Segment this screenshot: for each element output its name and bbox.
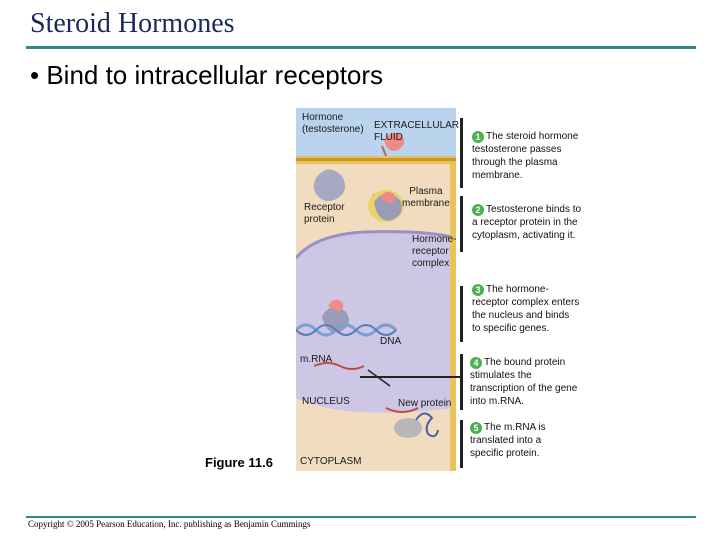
label-dna: DNA (380, 336, 402, 347)
step-2-bracket (460, 196, 463, 252)
step-text: The m.RNA is translated into a specific … (470, 422, 546, 459)
ribosome (394, 418, 422, 438)
mrna-strand-cytoplasm (385, 407, 419, 413)
step-text: The hormone-receptor complex enters the … (472, 284, 580, 334)
title-divider (26, 46, 696, 49)
label-receptor-protein: Receptor protein (304, 202, 345, 225)
footer-divider (26, 516, 696, 518)
step-number: 3 (472, 284, 484, 296)
label-hormone: Hormone (testosterone) (302, 112, 364, 135)
step-text: The steroid hormone testosterone passes … (472, 131, 579, 181)
step-number: 1 (472, 131, 484, 143)
figure-caption: Figure 11.6 (205, 455, 273, 470)
slide-title: Steroid Hormones (30, 8, 235, 39)
label-extracellular-fluid: EXTRACELLULAR FLUID (374, 120, 460, 143)
step-3-bracket (460, 286, 463, 342)
steroid-hormone-diagram (296, 108, 456, 471)
copyright-notice: Copyright © 2005 Pearson Education, Inc.… (28, 519, 311, 529)
step-text: Testosterone binds to a receptor protein… (472, 204, 582, 241)
step-number: 2 (472, 204, 484, 216)
nucleus (296, 231, 456, 413)
label-nucleus: NUCLEUS (302, 396, 350, 407)
label-hormone-receptor-complex: Hormone- receptor complex (412, 234, 457, 269)
step-4-bracket (460, 354, 463, 410)
step-5-bracket (460, 420, 463, 468)
step-text: The bound protein stimulates the transcr… (470, 357, 578, 407)
label-mrna: m.RNA (300, 354, 333, 365)
label-new-protein: New protein (398, 398, 452, 409)
step-number: 5 (470, 422, 482, 434)
step-1-bracket (460, 118, 463, 188)
dna-helix (296, 323, 398, 337)
connector-step-4 (360, 376, 460, 378)
step-number: 4 (470, 357, 482, 369)
hormone-molecule (384, 132, 405, 151)
mrna-strand-nucleus (313, 362, 365, 370)
label-plasma-membrane: Plasma membrane (402, 186, 450, 209)
extracellular-fluid (296, 108, 456, 160)
bullet-point: • Bind to intracellular receptors (30, 60, 384, 90)
label-cytoplasm: CYTOPLASM (300, 456, 362, 467)
receptor-protein (313, 169, 346, 201)
new-protein-coil (415, 412, 439, 438)
